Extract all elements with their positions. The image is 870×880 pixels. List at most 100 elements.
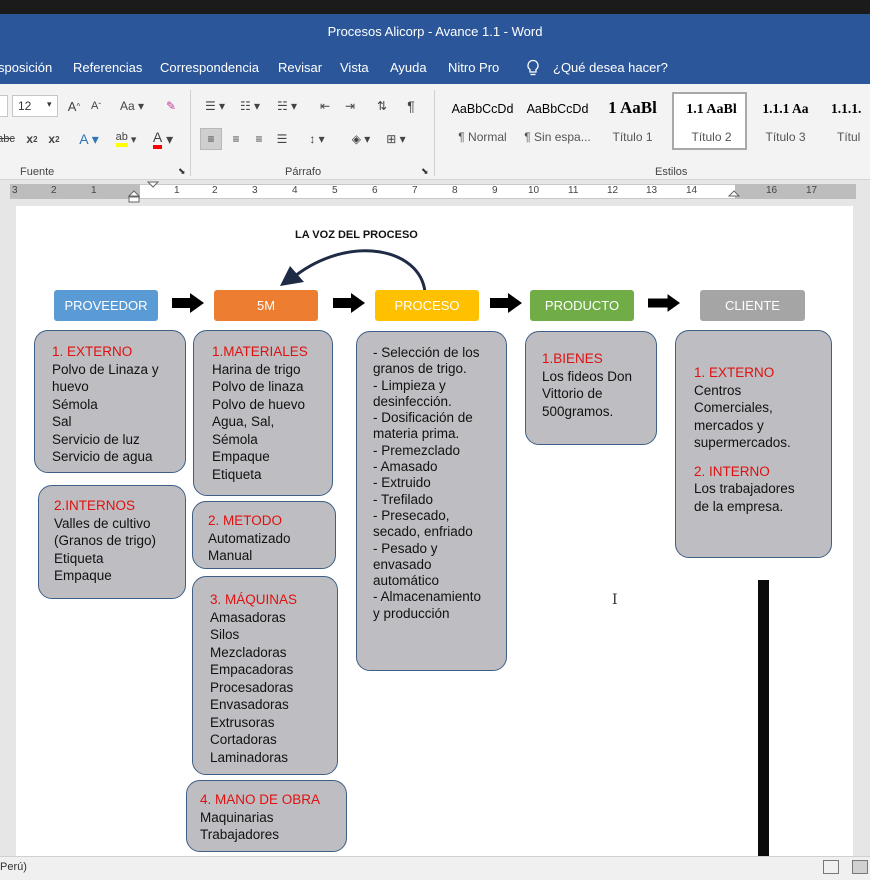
style-normal[interactable]: AaBbCcDd ¶ Normal bbox=[445, 92, 520, 150]
style-titulo-3[interactable]: 1.1.1 Aa Título 3 bbox=[748, 92, 823, 150]
ruler-number: 10 bbox=[528, 185, 540, 196]
first-line-indent-marker[interactable] bbox=[147, 180, 159, 204]
ruler-number: 11 bbox=[568, 185, 579, 196]
right-arrow-icon bbox=[648, 294, 680, 312]
list-item: Manual bbox=[208, 548, 253, 563]
list-item: huevo bbox=[52, 379, 89, 394]
style-titulo-1[interactable]: 1 AaBl Título 1 bbox=[595, 92, 670, 150]
right-indent-marker[interactable] bbox=[728, 190, 740, 204]
text-cursor-icon: I bbox=[612, 592, 618, 608]
change-case-icon[interactable]: Aa ▾ bbox=[119, 99, 145, 113]
dialog-launcher-icon[interactable]: ⬊ bbox=[421, 166, 429, 176]
tab-nitro-pro[interactable]: Nitro Pro bbox=[448, 60, 500, 75]
card-proveedor-interno: 2.INTERNOS Valles de cultivo (Granos de … bbox=[38, 485, 186, 599]
numbering-icon[interactable]: ☷ ▾ bbox=[239, 99, 261, 113]
highlight-icon[interactable]: ab ▾ bbox=[115, 131, 137, 147]
style-preview: 1 AaBl bbox=[608, 98, 657, 117]
hanging-indent-marker[interactable] bbox=[128, 190, 140, 204]
ruler-number: 2 bbox=[51, 185, 57, 196]
align-left-icon[interactable]: ≡ bbox=[200, 128, 222, 150]
decrease-indent-icon[interactable]: ⇤ bbox=[319, 99, 331, 113]
list-item: Empaque bbox=[212, 449, 270, 464]
list-item: Sal bbox=[52, 414, 72, 429]
card-proceso: - Selección de los granos de trigo. - Li… bbox=[356, 331, 507, 671]
chevron-down-icon: ▾ bbox=[47, 99, 52, 109]
clear-format-icon[interactable]: ✎ bbox=[165, 99, 177, 113]
tab-vista[interactable]: Vista bbox=[340, 60, 369, 75]
read-mode-icon[interactable] bbox=[823, 860, 839, 874]
list-item: Mezcladoras bbox=[210, 644, 287, 660]
tell-me-search[interactable]: ¿Qué desea hacer? bbox=[553, 60, 668, 75]
list-item: Vittorio de bbox=[542, 386, 603, 401]
list-item: Empacadoras bbox=[210, 662, 294, 677]
font-size-box[interactable]: 12 ▾ bbox=[12, 95, 58, 117]
list-item: Harina de trigo bbox=[212, 361, 301, 377]
right-arrow-icon bbox=[490, 293, 522, 313]
right-arrow-icon bbox=[333, 293, 365, 313]
tab-referencias[interactable]: Referencias bbox=[73, 60, 143, 75]
strikethrough-icon[interactable]: abc bbox=[0, 133, 15, 145]
line-spacing-icon[interactable]: ↕ ▾ bbox=[309, 132, 325, 146]
window-title: Procesos Alicorp - Avance 1.1 - Word bbox=[327, 24, 543, 39]
font-color-icon[interactable]: A ▾ bbox=[148, 128, 178, 150]
ruler-number: 12 bbox=[607, 185, 619, 196]
vertical-divider bbox=[758, 580, 769, 856]
tab-disposicion[interactable]: sposición bbox=[0, 60, 53, 75]
list-item: (Granos de trigo) bbox=[54, 533, 157, 548]
font-size-value: 12 bbox=[18, 99, 32, 113]
status-bar: Perú) bbox=[0, 856, 870, 880]
list-item: envasado bbox=[373, 556, 432, 572]
style-label: Título 1 bbox=[612, 130, 653, 144]
header-producto: PRODUCTO bbox=[530, 290, 634, 321]
ruler-right-margin bbox=[735, 184, 856, 199]
card-title: 3. MÁQUINAS bbox=[210, 592, 298, 607]
dialog-launcher-icon[interactable]: ⬊ bbox=[178, 166, 186, 176]
ruler-number: 3 bbox=[12, 185, 18, 196]
tab-ayuda[interactable]: Ayuda bbox=[390, 60, 427, 75]
language-status[interactable]: Perú) bbox=[0, 861, 27, 873]
grow-font-icon[interactable]: A^ bbox=[67, 98, 81, 114]
increase-indent-icon[interactable]: ⇥ bbox=[344, 99, 356, 113]
list-item: Envasadoras bbox=[210, 697, 289, 712]
ruler-number: 2 bbox=[212, 185, 218, 196]
style-preview: AaBbCcDd bbox=[451, 102, 514, 116]
multilevel-list-icon[interactable]: ☵ ▾ bbox=[276, 99, 298, 113]
header-cliente: CLIENTE bbox=[700, 290, 805, 321]
sort-icon[interactable]: ⇅ bbox=[376, 99, 388, 113]
style-sin-espaciado[interactable]: AaBbCcDd ¶ Sin espa... bbox=[520, 92, 595, 150]
list-item: - Dosificación de bbox=[373, 410, 473, 426]
ruler-left-margin bbox=[10, 184, 140, 199]
align-center-icon[interactable]: ≡ bbox=[232, 132, 240, 146]
ribbon-tabs: sposición Referencias Correspondencia Re… bbox=[0, 52, 870, 84]
text-effects-icon[interactable]: A ▾ bbox=[79, 130, 99, 147]
bullets-icon[interactable]: ☰ ▾ bbox=[204, 99, 226, 113]
ruler-number: 8 bbox=[452, 185, 458, 196]
print-layout-icon[interactable] bbox=[852, 860, 868, 874]
card-title: 2. INTERNO bbox=[694, 463, 770, 479]
style-titulo-2[interactable]: 1.1 AaBl Título 2 bbox=[672, 92, 747, 150]
title-bar: Procesos Alicorp - Avance 1.1 - Word bbox=[0, 0, 870, 52]
shading-icon[interactable]: ◈ ▾ bbox=[351, 132, 371, 146]
font-name-box[interactable] bbox=[0, 95, 8, 117]
tab-correspondencia[interactable]: Correspondencia bbox=[160, 60, 260, 75]
ruler-number: 9 bbox=[492, 185, 498, 196]
list-item: - Selección de los bbox=[373, 345, 480, 360]
style-titulo-4[interactable]: 1.1.1. Títul bbox=[823, 92, 870, 150]
style-label: Título 2 bbox=[691, 130, 732, 144]
list-item: mercados y bbox=[694, 417, 764, 433]
list-item: Polvo de linaza bbox=[212, 379, 304, 394]
list-item: - Almacenamiento bbox=[373, 589, 482, 605]
align-right-icon[interactable]: ≡ bbox=[255, 132, 263, 146]
pilcrow-icon[interactable]: ¶ bbox=[407, 98, 415, 114]
horizontal-ruler[interactable]: 3 2 1 1 2 3 4 5 6 7 8 9 10 11 12 13 14 1… bbox=[0, 180, 870, 204]
style-preview: 1.1.1. bbox=[831, 101, 862, 116]
tab-revisar[interactable]: Revisar bbox=[278, 60, 323, 75]
style-label: ¶ Normal bbox=[458, 130, 507, 144]
borders-icon[interactable]: ⊞ ▾ bbox=[386, 132, 406, 146]
list-item: Sémola bbox=[212, 431, 258, 447]
justify-icon[interactable]: ☰ bbox=[276, 132, 288, 146]
list-item: Los fideos Don bbox=[542, 368, 633, 384]
